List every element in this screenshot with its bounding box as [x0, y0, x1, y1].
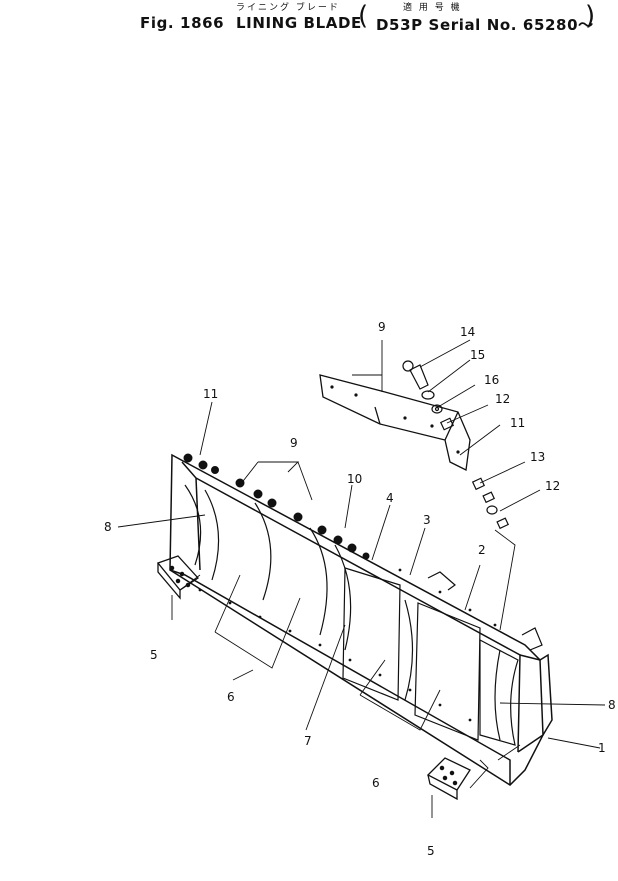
callout-9-top: 9	[378, 320, 386, 334]
figure-title: LINING BLADE	[236, 14, 362, 32]
edge-bolt-holes	[198, 568, 497, 722]
callout-7: 7	[304, 734, 312, 748]
figure-number: Fig. 1866	[140, 14, 225, 32]
serial-applicability: D53P Serial No. 65280～	[376, 16, 594, 34]
callout-5-bottom: 5	[427, 844, 435, 858]
callout-2: 2	[478, 543, 486, 557]
callout-8-right: 8	[608, 698, 616, 712]
callout-6-left: 6	[227, 690, 235, 704]
callout-5-left: 5	[150, 648, 158, 662]
lining-blade-body	[169, 453, 553, 786]
callout-15: 15	[470, 348, 485, 362]
top-edge-bolts	[183, 453, 370, 560]
serial-paren-close: )	[585, 1, 596, 31]
serial-paren-open: (	[358, 1, 369, 31]
mounting-plates	[156, 555, 471, 801]
leader-lines	[117, 339, 606, 818]
callout-12-top: 12	[495, 392, 510, 406]
callout-11-left: 11	[203, 387, 218, 401]
callout-10: 10	[347, 472, 362, 486]
figure-title-japanese: ライニング ブレード	[236, 3, 340, 13]
hardware-fasteners	[402, 360, 510, 530]
callout-6-right: 6	[372, 776, 380, 790]
curved-liner-panels	[184, 484, 519, 746]
serial-label-japanese: 適 用 号 機	[403, 3, 462, 13]
callout-8-left: 8	[104, 520, 112, 534]
callout-3: 3	[423, 513, 431, 527]
callout-9-left: 9	[290, 436, 298, 450]
callout-13: 13	[530, 450, 545, 464]
callout-1: 1	[598, 741, 606, 755]
callout-4: 4	[386, 491, 394, 505]
callout-16: 16	[484, 373, 499, 387]
callout-14: 14	[460, 325, 475, 339]
callout-11-right: 11	[510, 416, 525, 430]
callout-labels: 1 2 3 4 5 5 6 6 7 8 8 9 9 10 11 11 12 12…	[104, 320, 616, 858]
figure-header: Fig. 1866 ライニング ブレード LINING BLADE ( 適 用 …	[0, 0, 618, 40]
callout-12-right: 12	[545, 479, 560, 493]
